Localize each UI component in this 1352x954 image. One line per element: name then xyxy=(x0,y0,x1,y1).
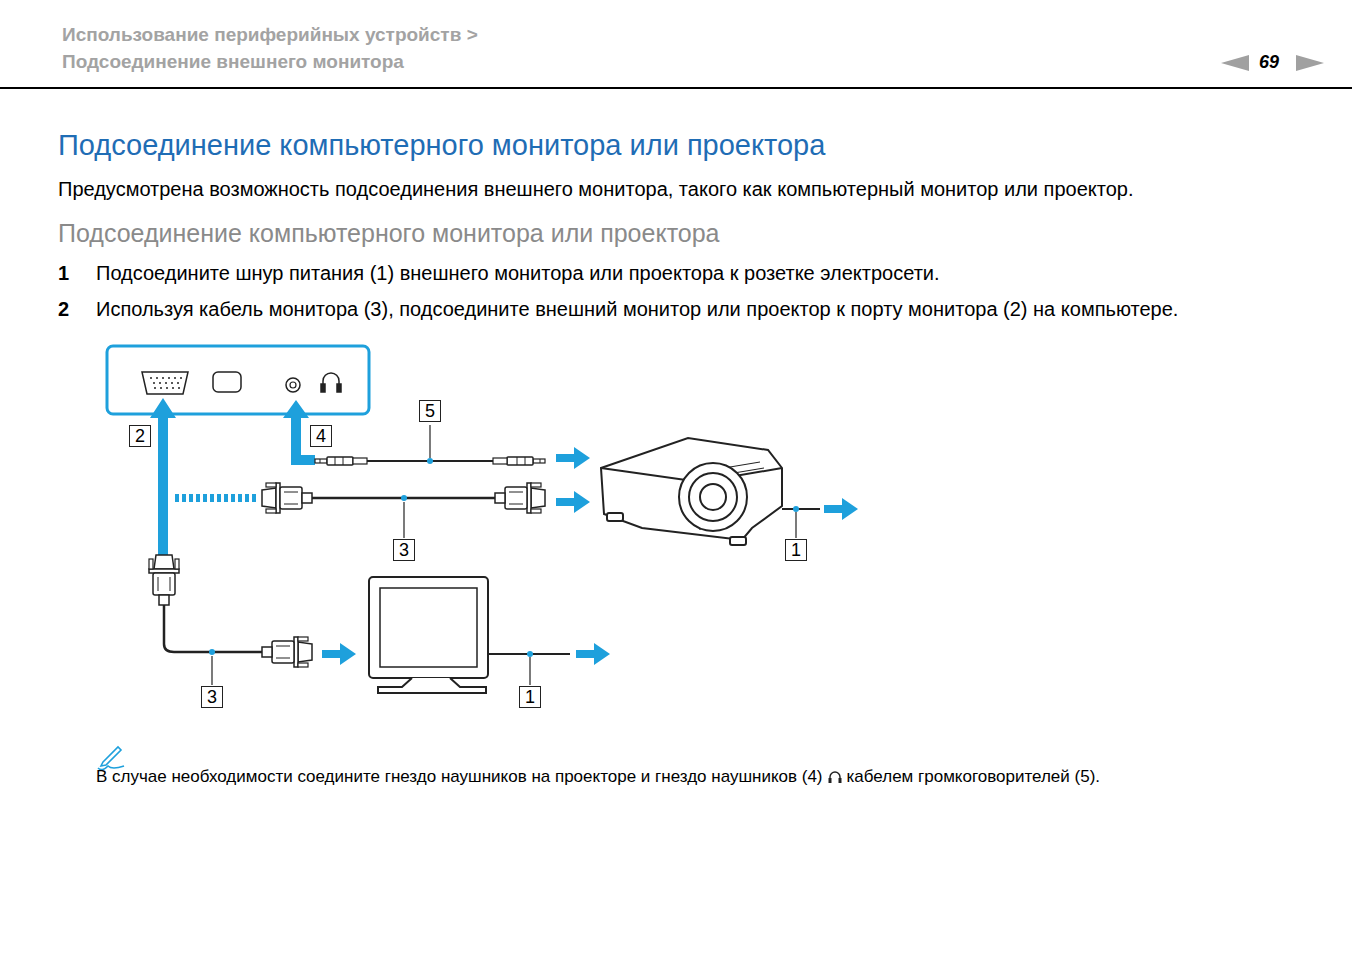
port-pins xyxy=(150,377,182,389)
step-text: Используя кабель монитора (3), подсоедин… xyxy=(96,297,1178,321)
other-port xyxy=(213,372,241,392)
step-number: 1 xyxy=(58,261,69,285)
subheading: Подсоединение компьютерного монитора или… xyxy=(58,218,720,248)
leader-line xyxy=(211,656,212,685)
step-text: Подсоедините шнур питания (1) внешнего м… xyxy=(96,261,940,285)
note-text: В случае необходимости соедините гнездо … xyxy=(96,767,823,787)
breadcrumb: Подсоединение внешнего монитора xyxy=(62,51,404,74)
headphone-jack xyxy=(286,378,300,392)
port-panel xyxy=(107,346,369,414)
intro-text: Предусмотрена возможность подсоединения … xyxy=(58,177,1133,201)
callout-number: 1 xyxy=(785,539,807,561)
step-number: 2 xyxy=(58,297,69,321)
power-cord xyxy=(782,508,820,510)
headphone-symbol xyxy=(321,373,341,392)
callout-number: 2 xyxy=(129,425,151,447)
page-number: 69 xyxy=(1259,52,1279,74)
next-arrow xyxy=(1296,55,1324,71)
page-title: Подсоединение компьютерного монитора или… xyxy=(58,128,825,163)
leader-line xyxy=(529,657,530,685)
prev-arrow xyxy=(1221,55,1249,71)
monitor-port xyxy=(142,372,188,394)
monitor xyxy=(369,577,488,693)
callout-number: 3 xyxy=(393,539,415,561)
note: В случае необходимости соедините гнездо … xyxy=(96,767,1100,787)
projector xyxy=(601,438,782,545)
callout-number: 1 xyxy=(519,686,541,708)
leader-line xyxy=(795,512,796,538)
note-text: кабелем громкоговорителей (5). xyxy=(847,767,1100,787)
leader-line xyxy=(429,425,430,458)
dotted-link xyxy=(175,494,258,502)
callout-number: 5 xyxy=(419,400,441,422)
port-arrow xyxy=(150,398,176,556)
monitor-cable xyxy=(164,603,263,652)
leader-line xyxy=(403,502,404,538)
callout-number: 3 xyxy=(201,686,223,708)
header-rule xyxy=(0,87,1352,89)
breadcrumb: Использование периферийных устройств > xyxy=(62,24,478,47)
headphone-symbol xyxy=(827,769,843,785)
note-icon xyxy=(98,747,124,770)
callout-number: 4 xyxy=(310,425,332,447)
